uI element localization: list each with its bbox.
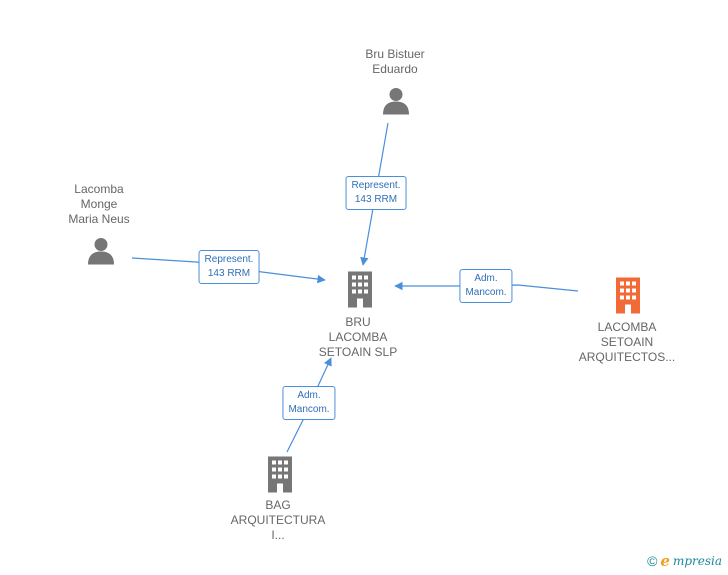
- node-label-bag-arquitectura[interactable]: BAG ARQUITECTURA I...: [231, 498, 326, 543]
- edge-role: Adm.: [474, 273, 498, 284]
- person-icon[interactable]: [86, 236, 116, 271]
- label-line: BAG: [265, 498, 291, 512]
- label-line: SETOAIN SLP: [318, 345, 398, 359]
- node-label-lacomba-setoain-arquitectos[interactable]: LACOMBA SETOAIN ARQUITECTOS...: [579, 320, 675, 365]
- node-label-lacomba-monge[interactable]: Lacomba Monge Maria Neus: [68, 182, 129, 227]
- edge-label-lacomba-monge[interactable]: Represent. 143 RRM: [198, 250, 260, 284]
- edge-detail: 143 RRM: [207, 268, 251, 279]
- edge-label-bag-arquitectura[interactable]: Adm. Mancom.: [282, 386, 336, 420]
- label-line: BRU: [345, 315, 371, 329]
- edge-label-bru-bistuer[interactable]: Represent. 143 RRM: [345, 176, 407, 210]
- label-line: ARQUITECTOS...: [578, 350, 676, 364]
- brand-logo-text: mpresia: [672, 554, 722, 568]
- edge-role: Adm.: [297, 390, 321, 401]
- label-line: Maria Neus: [68, 212, 130, 226]
- building-icon[interactable]: [345, 271, 375, 313]
- edge-role: Represent.: [351, 180, 401, 191]
- edge-detail: 143 RRM: [354, 194, 398, 205]
- edge-label-lacomba-setoain-arquitectos[interactable]: Adm. Mancom.: [459, 269, 513, 303]
- label-line: Monge: [80, 197, 118, 211]
- node-label-bru-lacomba-setoain[interactable]: BRU LACOMBA SETOAIN SLP: [319, 315, 397, 360]
- person-icon[interactable]: [381, 86, 411, 121]
- copyright-icon: ©: [647, 553, 658, 569]
- edge-detail: Mancom.: [465, 287, 507, 298]
- label-line: Bru Bistuer: [365, 47, 425, 61]
- brand-logo-initial: e: [660, 552, 670, 570]
- building-icon[interactable]: [265, 456, 295, 498]
- node-label-bru-bistuer[interactable]: Bru Bistuer Eduardo: [365, 47, 424, 77]
- label-line: SETOAIN: [600, 335, 654, 349]
- label-line: ARQUITECTURA: [230, 513, 326, 527]
- label-line: Eduardo: [372, 62, 418, 76]
- edge-detail: Mancom.: [288, 404, 330, 415]
- label-line: I...: [271, 528, 285, 542]
- label-line: LACOMBA: [597, 320, 657, 334]
- label-line: LACOMBA: [328, 330, 388, 344]
- label-line: Lacomba: [74, 182, 124, 196]
- building-icon[interactable]: [613, 277, 643, 319]
- edge-role: Represent.: [204, 254, 254, 265]
